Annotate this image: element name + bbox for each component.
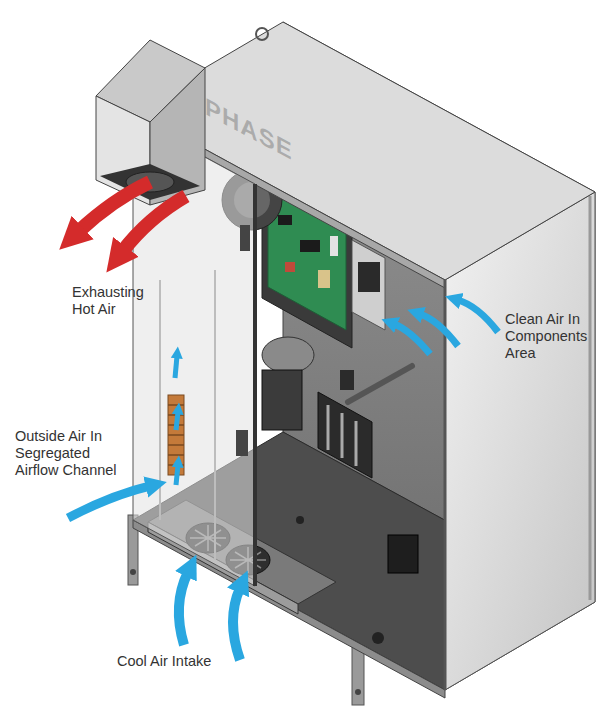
- board-component: [278, 215, 292, 225]
- channel-wall: [160, 270, 215, 560]
- bottom-edge: [133, 520, 445, 698]
- breaker-bars: [328, 405, 356, 466]
- transformer: [388, 535, 418, 573]
- intake-arrow: [179, 572, 188, 645]
- clean-air-arrow: [394, 324, 430, 354]
- board-component: [318, 270, 330, 288]
- clean-air-arrow: [458, 300, 498, 332]
- board-component: [285, 262, 295, 272]
- door-frame: [444, 280, 447, 690]
- outside-air-arrow: [68, 486, 150, 518]
- handle-rod: [348, 366, 412, 402]
- leg-hole: [130, 569, 136, 575]
- board-component: [330, 236, 338, 256]
- knockout-hole: [296, 516, 304, 524]
- terminal-block: [340, 370, 354, 390]
- blower: [262, 337, 314, 373]
- board-component: [300, 240, 320, 252]
- intake-arrow: [233, 588, 240, 660]
- hot-air-arrow: [122, 196, 186, 252]
- callout-label: Exhausting Hot Air: [72, 284, 160, 318]
- lifting-eye: [256, 28, 268, 40]
- callout-label: Outside Air In Segregated Airflow Channe…: [15, 428, 127, 479]
- latch: [236, 430, 248, 456]
- breaker-block: [318, 392, 372, 478]
- callout-label: Cool Air Intake: [117, 653, 257, 670]
- coil-fins: [168, 405, 184, 465]
- clean-air-arrow: [420, 314, 458, 346]
- channel-arrow: [175, 356, 177, 378]
- channel-arrow: [176, 465, 178, 485]
- door-frame: [253, 184, 257, 586]
- leg-hole: [355, 689, 361, 695]
- contactor: [352, 240, 385, 330]
- hinge: [240, 225, 250, 251]
- channel-arrow: [176, 412, 178, 430]
- contactor-face: [358, 262, 380, 292]
- callout-label: Clean Air In Components Area: [505, 311, 595, 362]
- panel-flange: [589, 196, 592, 600]
- motor: [262, 370, 302, 430]
- heat-exchanger-coil: [168, 395, 184, 475]
- knockout-hole: [372, 632, 384, 644]
